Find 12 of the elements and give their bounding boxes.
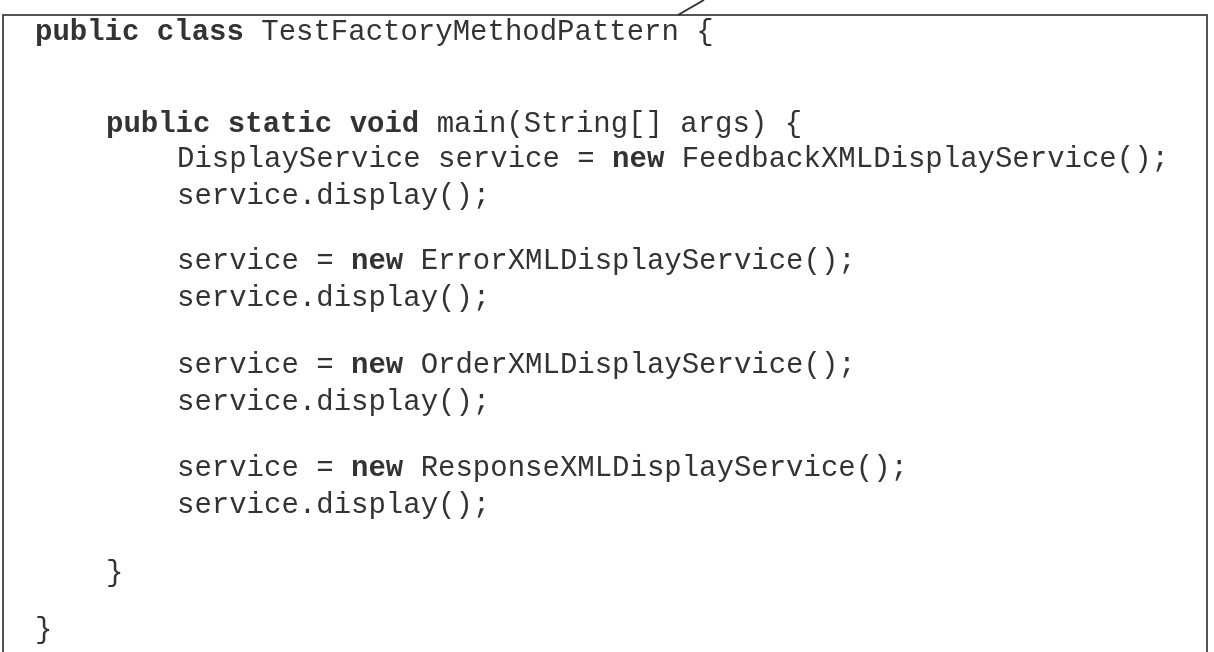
code-line: } xyxy=(35,616,53,646)
code-line: public static void main(String[] args) { xyxy=(106,110,803,140)
code-line: service = new ResponseXMLDisplayService(); xyxy=(177,454,908,484)
code-line: service.display(); xyxy=(177,491,491,521)
code-line: DisplayService service = new FeedbackXMLDisplayService(); xyxy=(177,145,1169,175)
code-line: service.display(); xyxy=(177,284,491,314)
code-line: service.display(); xyxy=(177,182,491,212)
code-line: service = new OrderXMLDisplayService(); xyxy=(177,351,856,381)
code-line: service = new ErrorXMLDisplayService(); xyxy=(177,247,856,277)
code-line: } xyxy=(106,559,124,589)
code-line: public class TestFactoryMethodPattern { xyxy=(35,18,714,48)
code-line: service.display(); xyxy=(177,388,491,418)
